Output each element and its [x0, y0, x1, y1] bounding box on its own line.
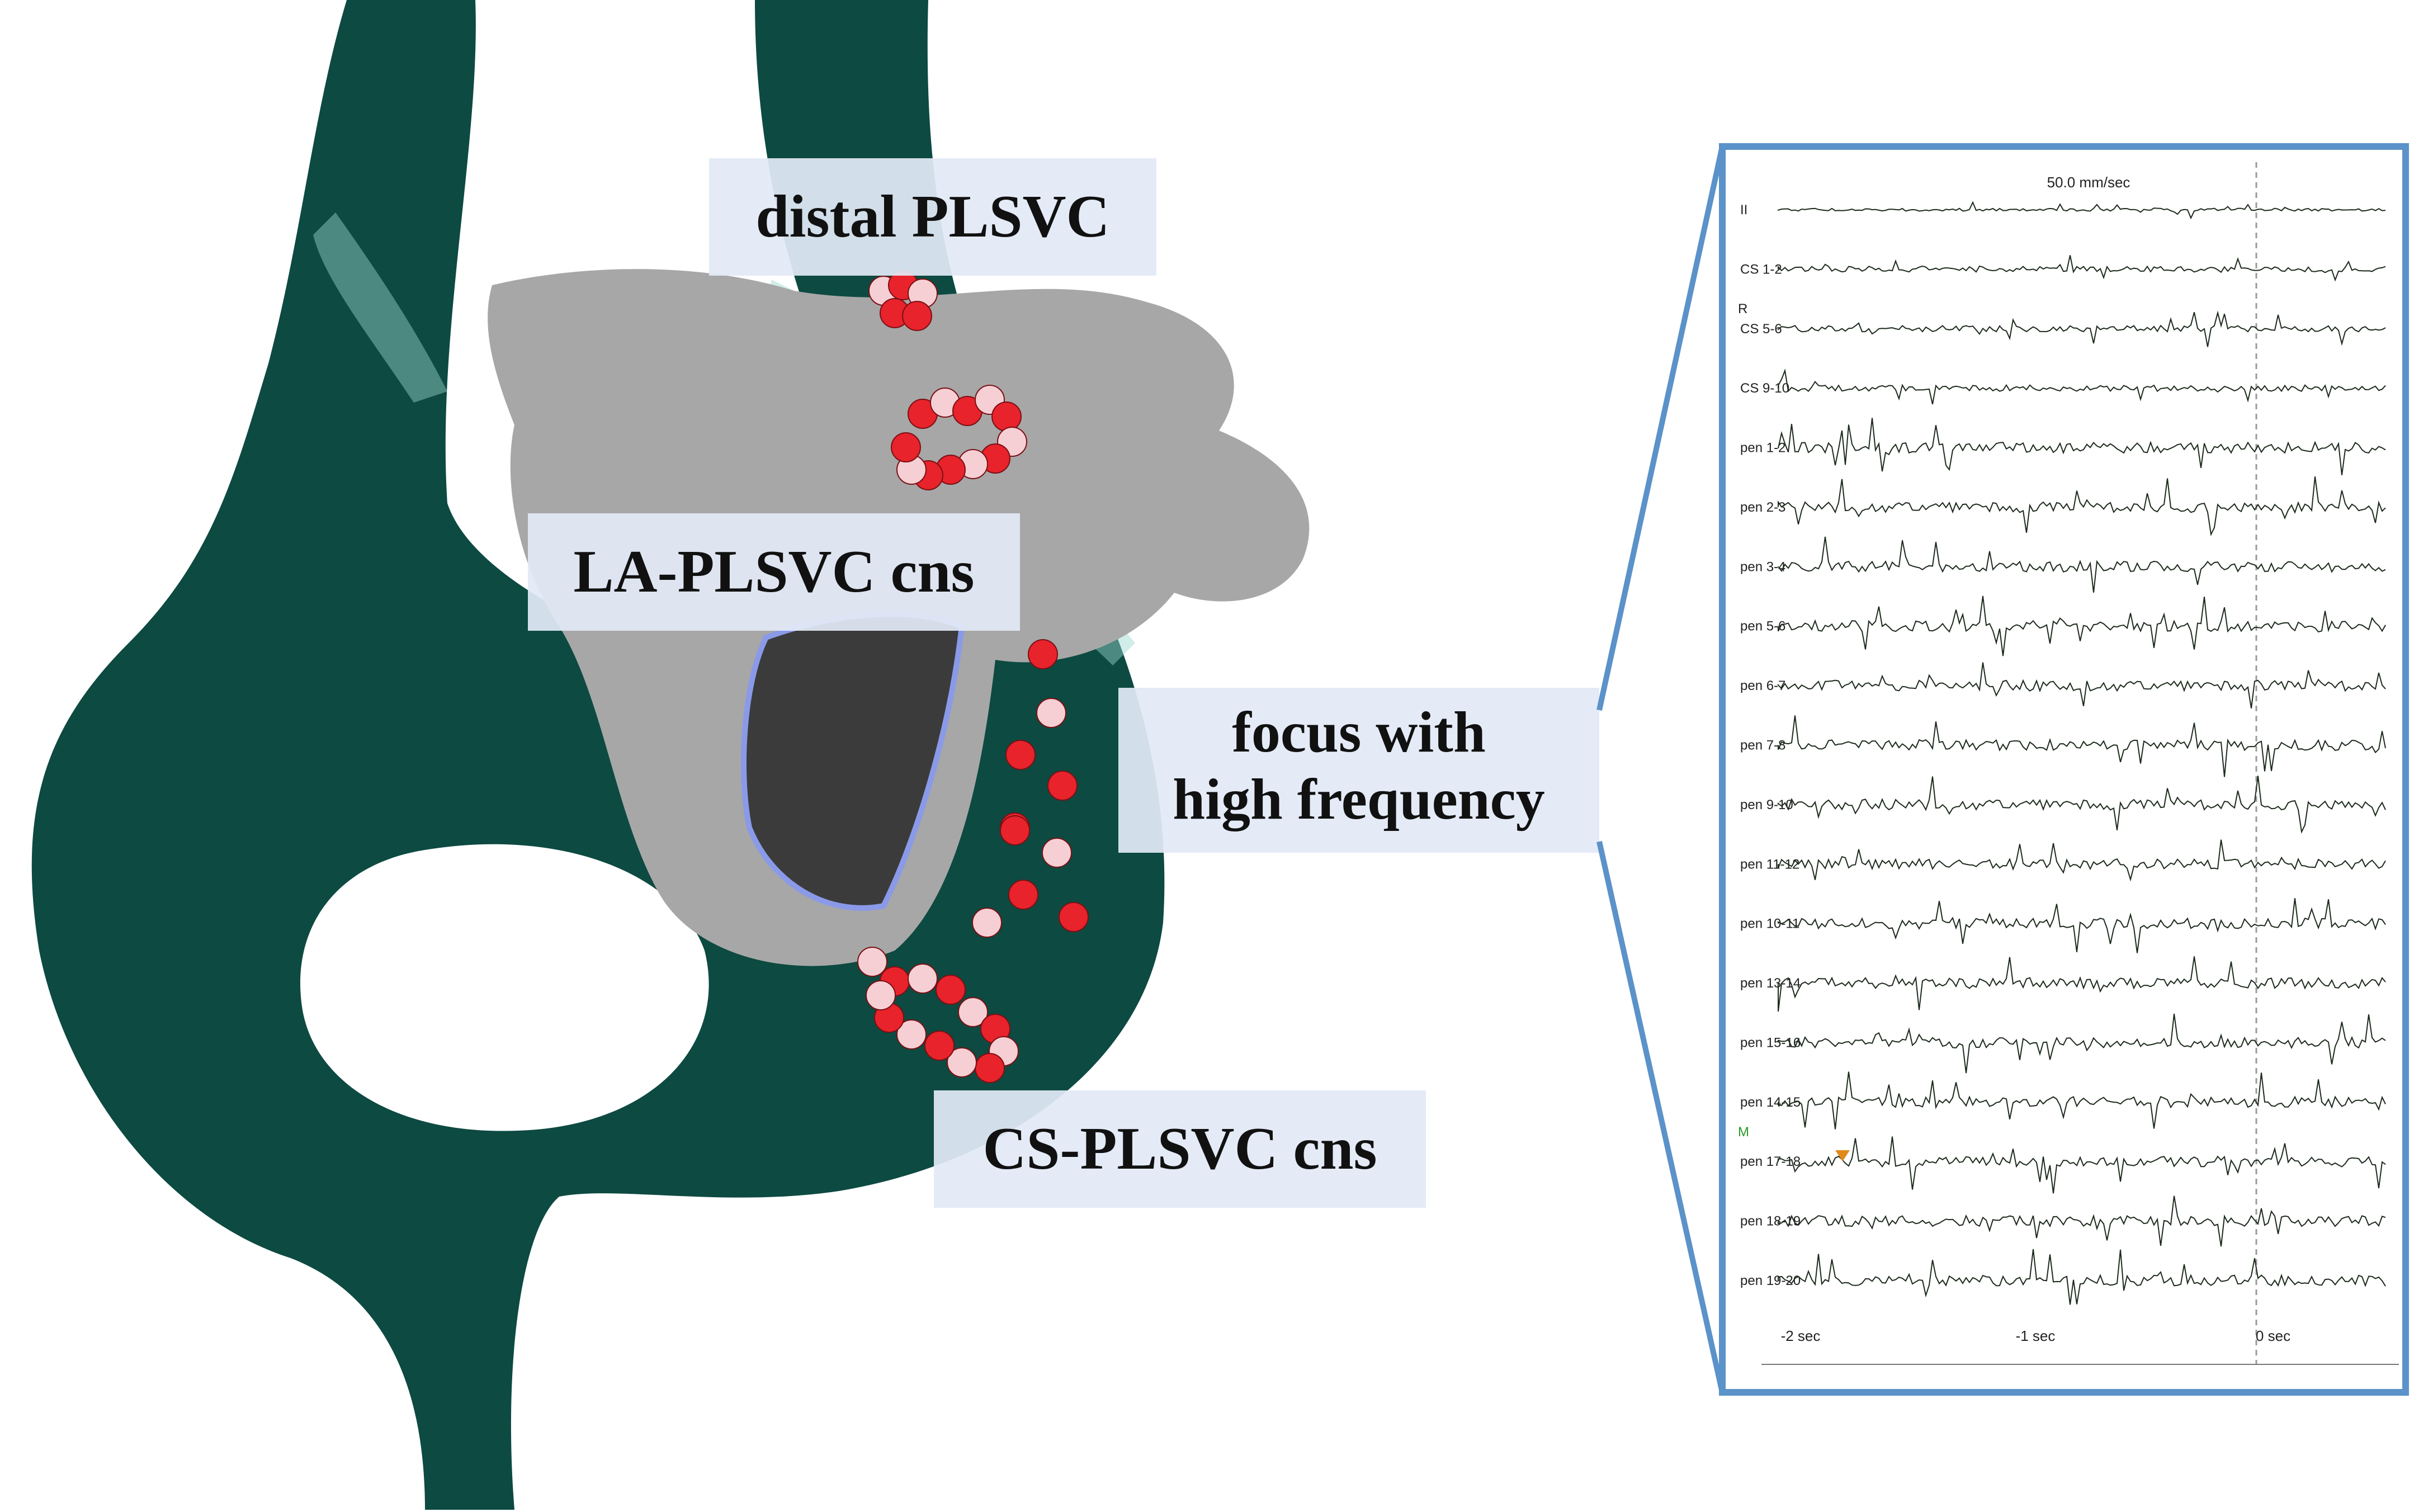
ecg-channel-label: pen 5-6	[1740, 619, 1785, 634]
ablation-bead	[896, 1019, 927, 1050]
ecg-trace	[1778, 1136, 2386, 1194]
ecg-trace	[1778, 1249, 2386, 1305]
ablation-bead	[1042, 838, 1072, 868]
ablation-bead	[1059, 902, 1089, 932]
ecg-trace	[1778, 1013, 2386, 1074]
ecg-time-tick: -1 sec	[2016, 1327, 2056, 1344]
label-la-cns-text: LA-PLSVC cns	[573, 538, 975, 605]
ablation-bead	[1036, 698, 1066, 728]
ecg-frame	[1719, 143, 2409, 1396]
ecg-trace	[1778, 310, 2386, 347]
ablation-lesion-markers	[857, 270, 1089, 1083]
ecg-trace	[1778, 776, 2386, 834]
ecg-channel-label: pen 7-8	[1740, 738, 1785, 753]
ecg-channel-label: CS 9-10	[1740, 381, 1789, 396]
ecg-trace	[1778, 368, 2386, 405]
ablation-bead	[972, 908, 1002, 938]
label-distal-text: distal PLSVC	[755, 183, 1110, 250]
ecg-trace	[1778, 476, 2386, 537]
label-focus-high-frequency: focus with high frequency	[1118, 688, 1599, 853]
ecg-channel-label: pen 14-15	[1740, 1095, 1801, 1110]
vessel-window	[300, 844, 709, 1131]
ecg-trace	[1778, 418, 2386, 475]
ablation-bead	[1008, 880, 1038, 910]
ablation-bead	[857, 947, 887, 977]
ablation-bead	[947, 1047, 977, 1078]
ablation-bead	[924, 1031, 955, 1061]
ablation-bead	[1000, 815, 1030, 845]
label-focus-line2: high frequency	[1173, 767, 1545, 831]
ecg-trace	[1778, 839, 2386, 882]
ecg-trace	[1778, 715, 2386, 777]
ecg-channel-label: pen 15-16	[1740, 1035, 1801, 1050]
ablation-bead	[1028, 639, 1058, 669]
ecg-channel-label: CS 5-6	[1740, 322, 1782, 337]
ecg-time-tick: -2 sec	[1781, 1327, 1821, 1344]
ecg-marker-m: M	[1738, 1124, 1749, 1140]
ecg-channel-label: pen 17-18	[1740, 1154, 1801, 1169]
ecg-trace	[1778, 536, 2386, 593]
ecg-channel-label: CS 1-2	[1740, 262, 1782, 277]
ecg-trace	[1778, 201, 2386, 220]
ecg-trace	[1778, 956, 2386, 1012]
ablation-bead	[891, 432, 921, 462]
ablation-bead	[936, 975, 966, 1005]
ecg-trace	[1778, 596, 2386, 656]
ablation-bead	[1005, 740, 1036, 770]
ecg-trace	[1778, 1196, 2386, 1247]
ablation-bead	[902, 301, 932, 331]
ecg-channel-label: pen 18-19	[1740, 1214, 1801, 1229]
ecg-channel-label: pen 6-7	[1740, 678, 1785, 693]
ecg-time-tick: 0 sec	[2256, 1327, 2290, 1344]
ecg-trace	[1778, 898, 2386, 953]
ecg-marker-r: R	[1738, 301, 1747, 316]
ablation-bead	[908, 963, 938, 994]
ecg-trace	[1778, 255, 2386, 282]
ablation-bead	[958, 997, 988, 1027]
ecg-channel-label: pen 9-10	[1740, 797, 1793, 812]
label-cs-plsvc-cns: CS-PLSVC cns	[934, 1090, 1426, 1208]
ecg-channel-label: II	[1740, 202, 1747, 218]
ecg-trace	[1778, 662, 2386, 708]
ecg-channel-label: pen 13-14	[1740, 976, 1801, 991]
label-cs-cns-text: CS-PLSVC cns	[982, 1116, 1377, 1182]
ecg-orange-marker-icon	[1835, 1150, 1850, 1161]
ecg-trace	[1778, 1071, 2386, 1130]
label-distal-plsvc: distal PLSVC	[709, 158, 1156, 276]
ecg-channel-label: pen 11-12	[1740, 857, 1799, 872]
ecg-channel-label: pen 19-20	[1740, 1273, 1801, 1288]
label-la-plsvc-cns: LA-PLSVC cns	[528, 513, 1020, 631]
ecg-speed-label: 50.0 mm/sec	[2047, 174, 2130, 191]
label-focus-line1: focus with	[1232, 700, 1486, 764]
ablation-bead	[1047, 771, 1078, 801]
ecg-channel-label: pen 10-11	[1740, 916, 1799, 932]
ablation-bead	[866, 980, 896, 1010]
